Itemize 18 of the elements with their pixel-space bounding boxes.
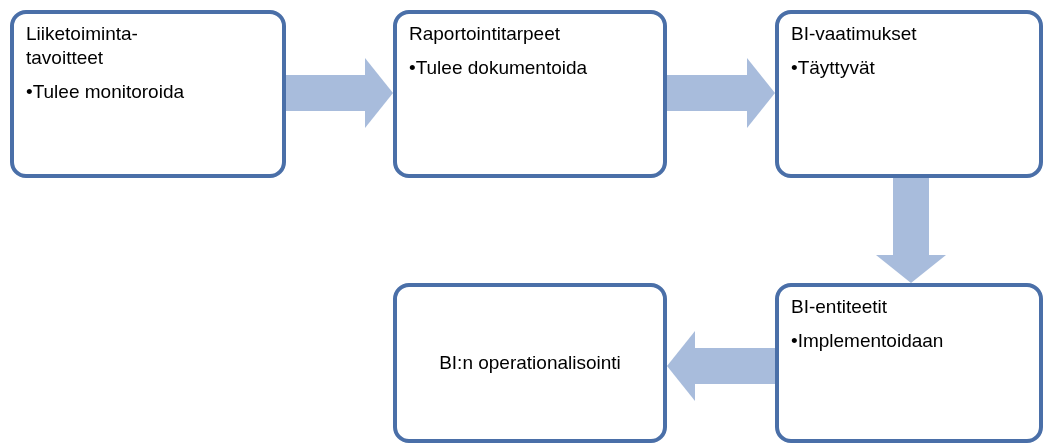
box-heading: BI:n operationalisointi — [439, 351, 621, 375]
process-box — [393, 283, 667, 443]
box-heading: Liiketoiminta-tavoitteet — [26, 22, 139, 70]
process-box — [393, 10, 667, 178]
block-arrow — [876, 178, 946, 283]
box-heading: Raportointitarpeet — [409, 22, 561, 46]
bullet-text: •Täyttyvät — [791, 56, 875, 80]
process-box — [10, 10, 286, 178]
process-box — [775, 283, 1043, 443]
block-arrow — [286, 58, 393, 128]
box-heading: BI-vaatimukset — [791, 22, 917, 46]
bullet-text: •Tulee monitoroida — [26, 80, 185, 104]
box-heading: BI-entiteetit — [791, 295, 888, 319]
bullet-text: •Tulee dokumentoida — [409, 56, 588, 80]
block-arrow — [667, 58, 775, 128]
process-box — [775, 10, 1043, 178]
bullet-text: •Implementoidaan — [791, 329, 944, 353]
block-arrow — [667, 331, 775, 401]
